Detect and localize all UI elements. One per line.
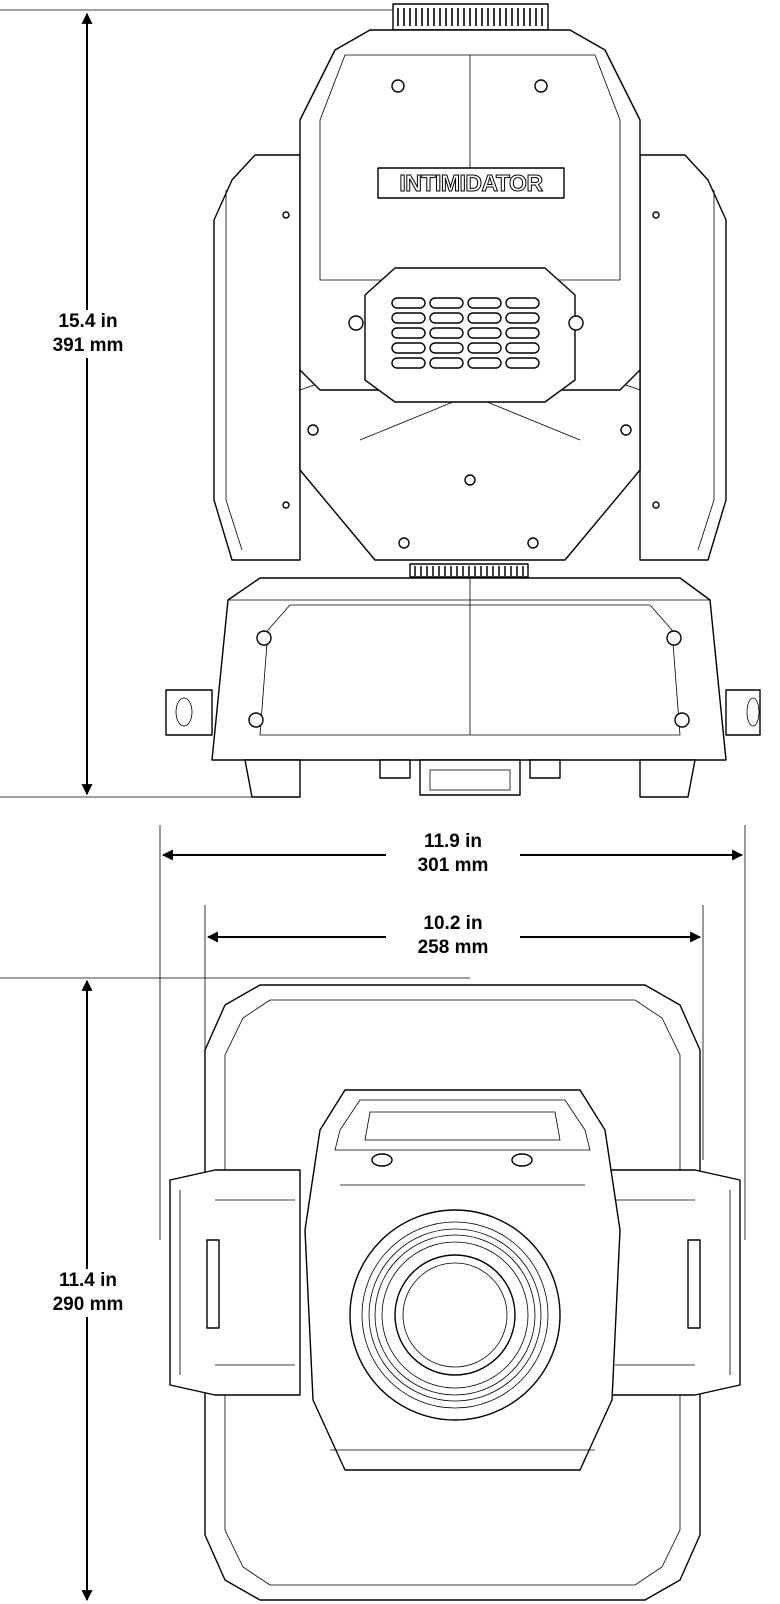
height-inches: 15.4 in: [58, 311, 118, 332]
handle-right: [725, 689, 761, 736]
front-view: [0, 3, 761, 798]
screw: [652, 211, 660, 219]
brand-logo: INTIMIDATOR: [399, 170, 544, 196]
logo-plate: [377, 167, 565, 199]
depth-mm: 290 mm: [52, 1294, 124, 1315]
inner-width-inches: 10.2 in: [423, 913, 483, 934]
logo-plate-top: [364, 1111, 561, 1141]
depth-dimension-label: 11.4 in 290 mm: [28, 1269, 148, 1317]
top-ring-knurl: [397, 8, 543, 26]
foot-right: [639, 759, 696, 798]
outer-width-dimension-label: 11.9 in 301 mm: [386, 830, 520, 878]
outer-width-inches: 11.9 in: [423, 831, 483, 852]
height-mm: 391 mm: [52, 335, 124, 356]
screw: [398, 537, 410, 549]
screw: [666, 630, 682, 646]
screw: [391, 79, 405, 93]
screw: [307, 424, 319, 436]
side-pod-left: [169, 1169, 301, 1396]
screw: [256, 630, 272, 646]
side-label-left: [206, 1239, 220, 1329]
outer-width-mm: 301 mm: [417, 855, 489, 876]
screw: [248, 712, 264, 728]
depth-inches: 11.4 in: [58, 1270, 118, 1291]
screw: [464, 474, 476, 486]
screw: [674, 712, 690, 728]
foot-left: [244, 759, 301, 798]
side-label-right: [687, 1239, 701, 1329]
inner-width-dimension-label: 10.2 in 258 mm: [386, 912, 520, 960]
screw: [568, 315, 584, 331]
screw: [534, 79, 548, 93]
handle-left: [165, 689, 213, 736]
vent-slots: [391, 297, 540, 369]
yoke-arm-right: [639, 154, 727, 561]
inner-width-mm: 258 mm: [417, 937, 489, 958]
screw: [620, 424, 632, 436]
screw: [348, 315, 364, 331]
height-dimension-label: 15.4 in 391 mm: [28, 310, 148, 358]
screw: [282, 211, 290, 219]
lens: [394, 1254, 516, 1376]
screw: [527, 537, 539, 549]
screw: [282, 501, 290, 509]
top-view: [0, 825, 746, 1602]
side-pod-right: [609, 1169, 741, 1396]
connector-block: [419, 759, 521, 796]
screw: [652, 501, 660, 509]
